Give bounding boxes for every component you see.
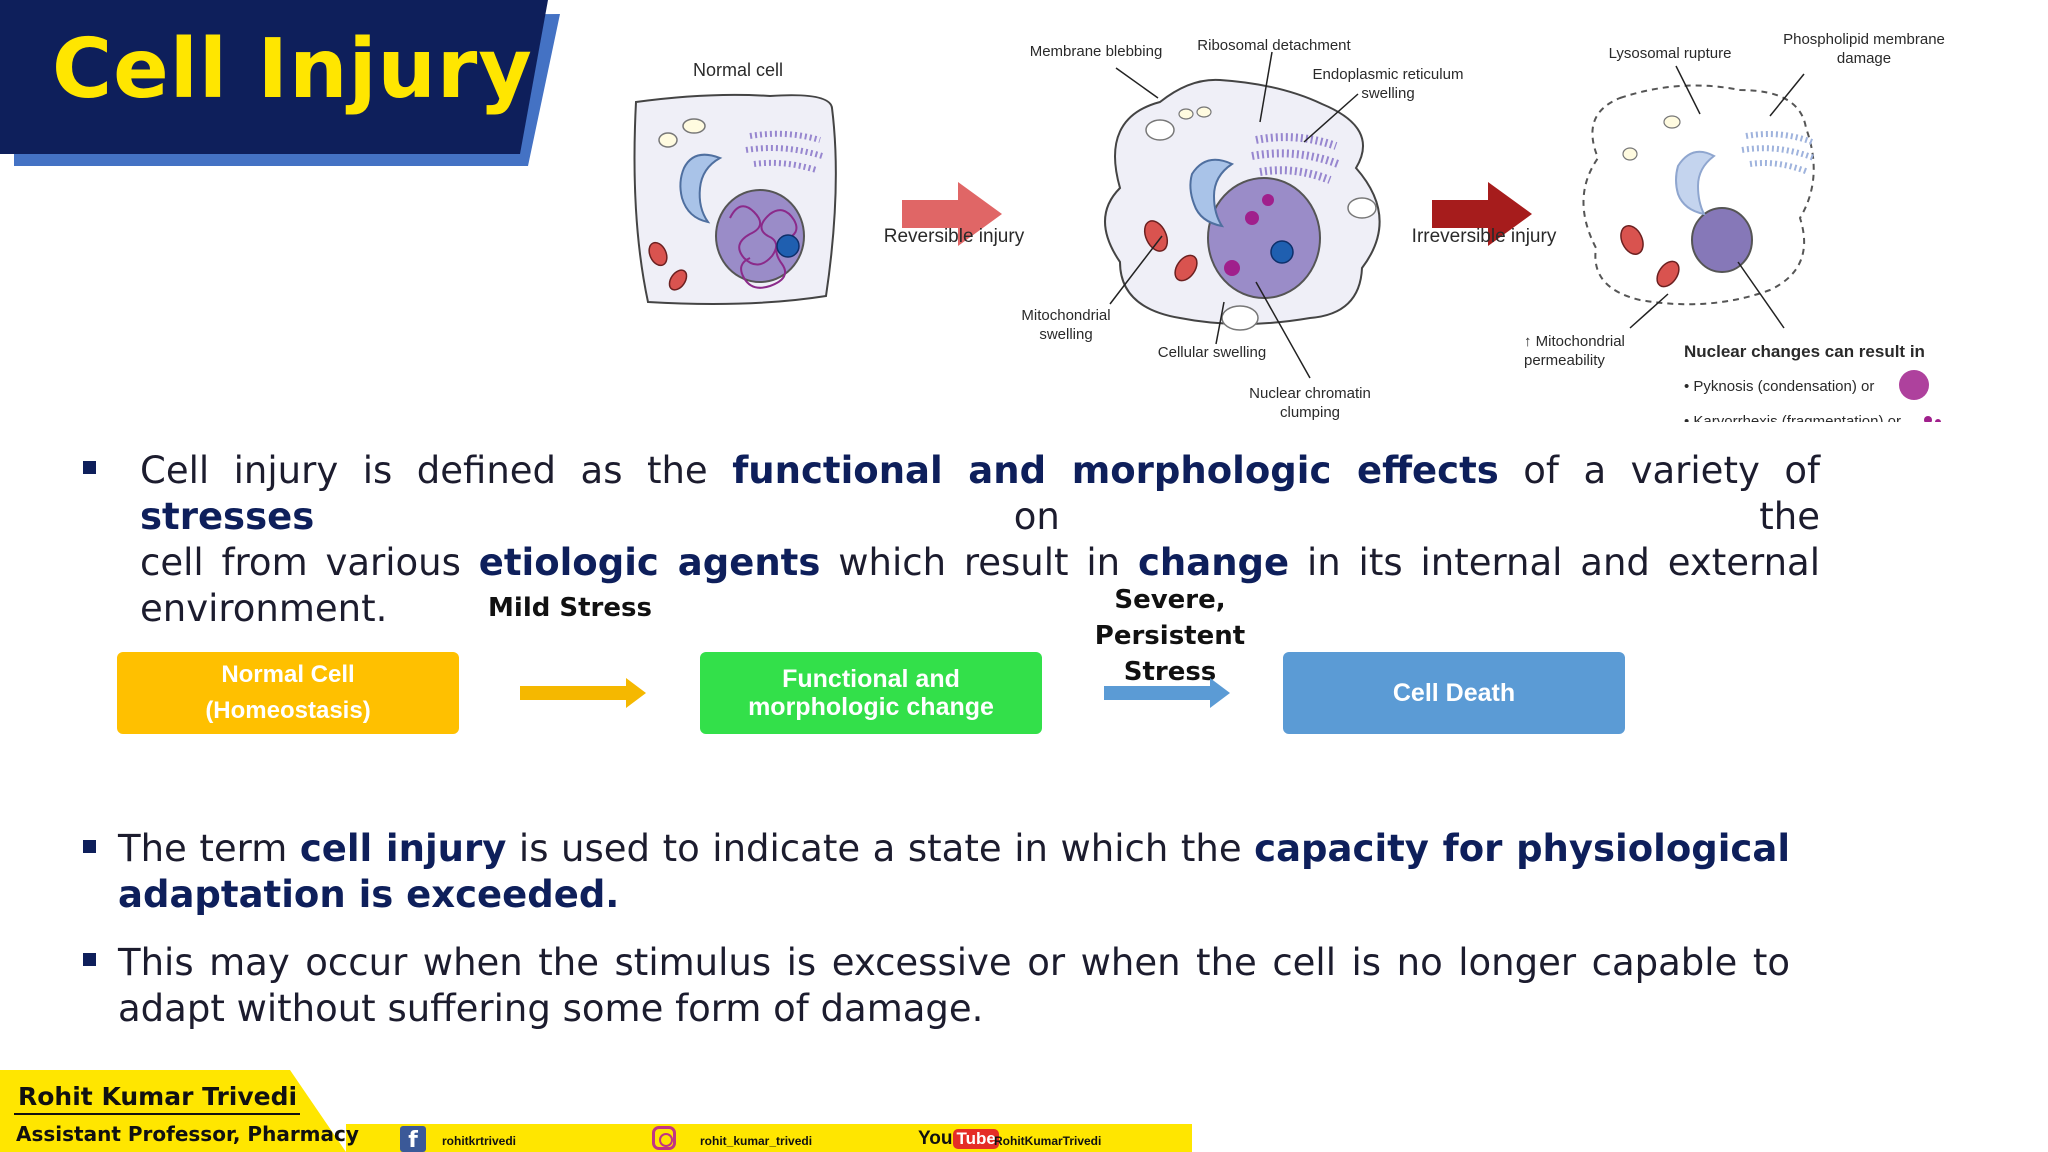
severe-stress-label: Severe, Persistent Stress <box>1094 585 1246 687</box>
label-normal-cell: Normal cell <box>693 60 783 80</box>
mild-stress-label: Mild Stress <box>488 593 652 623</box>
dead-cell-illustration <box>1582 84 1816 306</box>
label-mito-swelling-2: swelling <box>1039 326 1092 343</box>
facebook-icon[interactable]: f <box>400 1126 426 1152</box>
label-irreversible-injury: Irreversible injury <box>1412 226 1557 247</box>
label-cellular-swelling: Cellular swelling <box>1158 344 1266 361</box>
label-pyknosis: • Pyknosis (condensation) or <box>1684 378 1874 395</box>
label-membrane-blebbing: Membrane blebbing <box>1030 43 1163 60</box>
normal-cell-illustration <box>633 93 837 305</box>
label-ribosomal-detachment: Ribosomal detachment <box>1197 37 1351 54</box>
youtube-icon[interactable]: You Tube <box>918 1126 999 1152</box>
bullet-1 <box>83 461 96 474</box>
swollen-cell-illustration <box>1104 78 1381 331</box>
author-name: Rohit Kumar Trivedi <box>18 1082 298 1111</box>
pyknosis-icon <box>1899 370 1929 400</box>
paragraph-stimulus: This may occur when the stimulus is exce… <box>118 941 1790 1030</box>
youtube-handle[interactable]: RohitKumarTrivedi <box>994 1134 1102 1148</box>
bullet-2 <box>83 840 96 853</box>
instagram-icon[interactable] <box>652 1126 676 1150</box>
functional-change-box: Functional and morphologic change <box>700 652 1042 734</box>
label-karyorrhexis: • Karyorrhexis (fragmentation) or <box>1684 413 1901 428</box>
dead-cell-leaders <box>1629 65 1805 329</box>
label-phospholipid-2: damage <box>1837 50 1891 67</box>
paragraph-cell-injury-term: The term cell injury is used to indicate… <box>118 827 1790 916</box>
label-mito-permeability-1: ↑ Mitochondrial <box>1524 333 1625 350</box>
cell-injury-diagram: Normal cell Reversible injury Membrane b… <box>633 31 1945 428</box>
footer-bar <box>0 1070 1192 1152</box>
label-mito-swelling-1: Mitochondrial <box>1021 307 1110 324</box>
normal-cell-box: Normal Cell (Homeostasis) <box>117 652 459 734</box>
bullet-3 <box>83 953 96 966</box>
label-mito-permeability-2: permeability <box>1524 352 1605 369</box>
paragraph-definition: Cell injury is defined as the functional… <box>140 449 1821 630</box>
label-er-swelling-2: swelling <box>1361 85 1414 102</box>
irreversible-arrow <box>1432 182 1532 246</box>
title-banner <box>0 0 560 166</box>
label-nuclear-clumping-2: clumping <box>1280 404 1340 421</box>
label-nuclear-changes: Nuclear changes can result in <box>1684 342 1925 361</box>
label-nuclear-clumping-1: Nuclear chromatin <box>1249 385 1371 402</box>
mild-stress-arrow <box>520 678 646 708</box>
instagram-handle[interactable]: rohit_kumar_trivedi <box>700 1134 813 1148</box>
facebook-handle[interactable]: rohitkrtrivedi <box>442 1134 517 1148</box>
reversible-arrow <box>902 182 1002 246</box>
severe-stress-arrow <box>1104 678 1230 708</box>
label-er-swelling-1: Endoplasmic reticulum <box>1313 66 1464 83</box>
page-title: Cell Injury <box>52 22 533 117</box>
cell-death-box: Cell Death <box>1283 652 1625 734</box>
label-reversible-injury: Reversible injury <box>884 226 1025 247</box>
author-role: Assistant Professor, Pharmacy <box>16 1122 359 1146</box>
swollen-cell-leaders <box>1109 51 1359 379</box>
label-phospholipid-1: Phospholipid membrane <box>1783 31 1945 48</box>
label-lysosomal-rupture: Lysosomal rupture <box>1609 45 1732 62</box>
